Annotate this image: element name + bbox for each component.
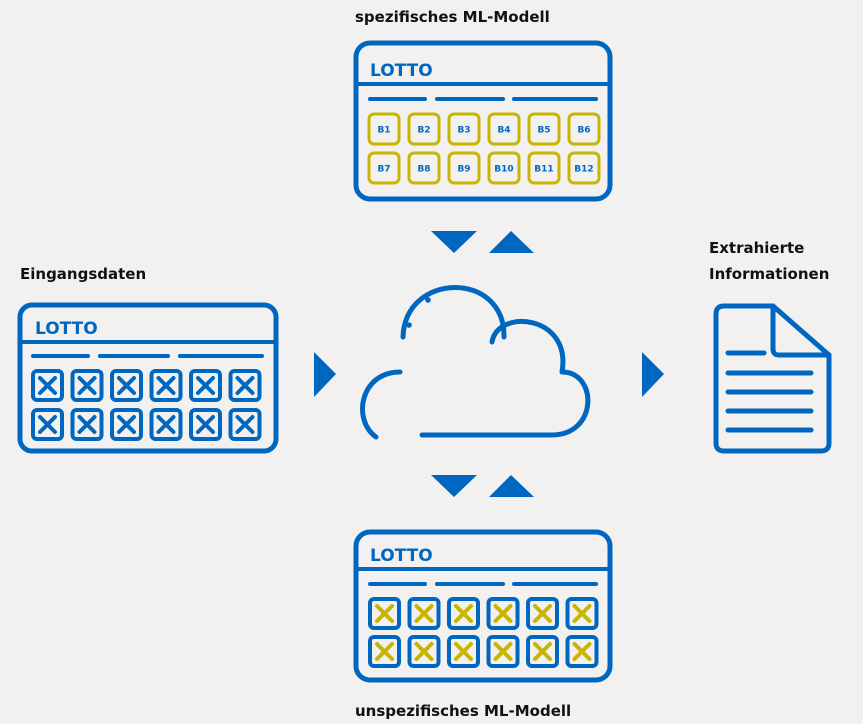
input-cell — [149, 408, 183, 441]
specific-cell-label: B10 — [494, 165, 513, 175]
unspecific-cell — [368, 635, 401, 668]
unspecific-cell — [486, 597, 520, 630]
specific-cell-label: B8 — [417, 165, 430, 175]
unspecific-cell — [526, 635, 559, 668]
input-cell — [31, 408, 64, 441]
unspecific-model-ticket: LOTTO — [353, 529, 613, 683]
cloud-icon — [360, 285, 591, 440]
unspecific-ticket-title: LOTTO — [370, 546, 433, 566]
arrow-up-bottom — [489, 475, 534, 497]
specific-cell: B9 — [447, 151, 481, 185]
input-cell — [70, 408, 104, 441]
label-unspecific-model: unspezifisches ML-Modell — [355, 702, 572, 720]
specific-cell: B3 — [447, 112, 481, 146]
specific-cell: B8 — [407, 151, 441, 185]
unspecific-cell-grid — [368, 597, 599, 668]
label-extracted-info-line2: Informationen — [709, 265, 830, 283]
label-specific-model: spezifisches ML-Modell — [355, 8, 550, 26]
label-input-data: Eingangsdaten — [20, 265, 147, 283]
specific-cell: B11 — [527, 151, 561, 185]
specific-cell: B7 — [367, 151, 401, 185]
input-cell — [110, 369, 143, 402]
arrow-right-to-cloud — [314, 352, 336, 397]
arrow-down-top — [431, 231, 477, 253]
arrow-right-to-document — [642, 352, 664, 397]
unspecific-cell — [565, 635, 599, 668]
specific-cell-label: B5 — [537, 126, 550, 136]
specific-cell-label: B9 — [457, 165, 470, 175]
specific-cell-label: B3 — [457, 126, 470, 136]
unspecific-cell — [447, 597, 480, 630]
unspecific-cell — [526, 597, 559, 630]
input-cell — [228, 408, 262, 441]
input-cell — [70, 369, 104, 402]
specific-ticket-title: LOTTO — [370, 61, 433, 81]
unspecific-cell — [407, 597, 441, 630]
specific-cell-label: B12 — [574, 165, 593, 175]
specific-cell: B12 — [567, 151, 601, 185]
specific-cell-label: B11 — [534, 165, 553, 175]
unspecific-cell — [565, 597, 599, 630]
specific-cell: B2 — [407, 112, 441, 146]
specific-cell-label: B7 — [377, 165, 390, 175]
specific-cell: B4 — [487, 112, 521, 146]
input-cell — [189, 369, 222, 402]
input-data-ticket: LOTTO — [17, 302, 279, 454]
label-extracted-info-line1: Extrahierte — [709, 239, 805, 257]
input-cell — [149, 369, 183, 402]
unspecific-cell — [407, 635, 441, 668]
input-cell — [228, 369, 262, 402]
input-cell — [31, 369, 64, 402]
specific-cell-label: B4 — [497, 126, 510, 136]
unspecific-cell — [486, 635, 520, 668]
specific-cell: B5 — [527, 112, 561, 146]
input-cell-grid — [31, 369, 262, 441]
specific-cell: B1 — [367, 112, 401, 146]
specific-cell-label: B6 — [577, 126, 590, 136]
specific-cell-label: B1 — [377, 126, 390, 136]
specific-cell: B10 — [487, 151, 521, 185]
arrow-up-top — [489, 231, 534, 253]
input-ticket-title: LOTTO — [35, 319, 98, 339]
unspecific-cell — [368, 597, 401, 630]
document-icon — [713, 303, 832, 454]
input-cell — [110, 408, 143, 441]
specific-cell-label: B2 — [417, 126, 430, 136]
arrow-down-bottom — [431, 475, 477, 497]
specific-cell: B6 — [567, 112, 601, 146]
input-cell — [189, 408, 222, 441]
unspecific-cell — [447, 635, 480, 668]
